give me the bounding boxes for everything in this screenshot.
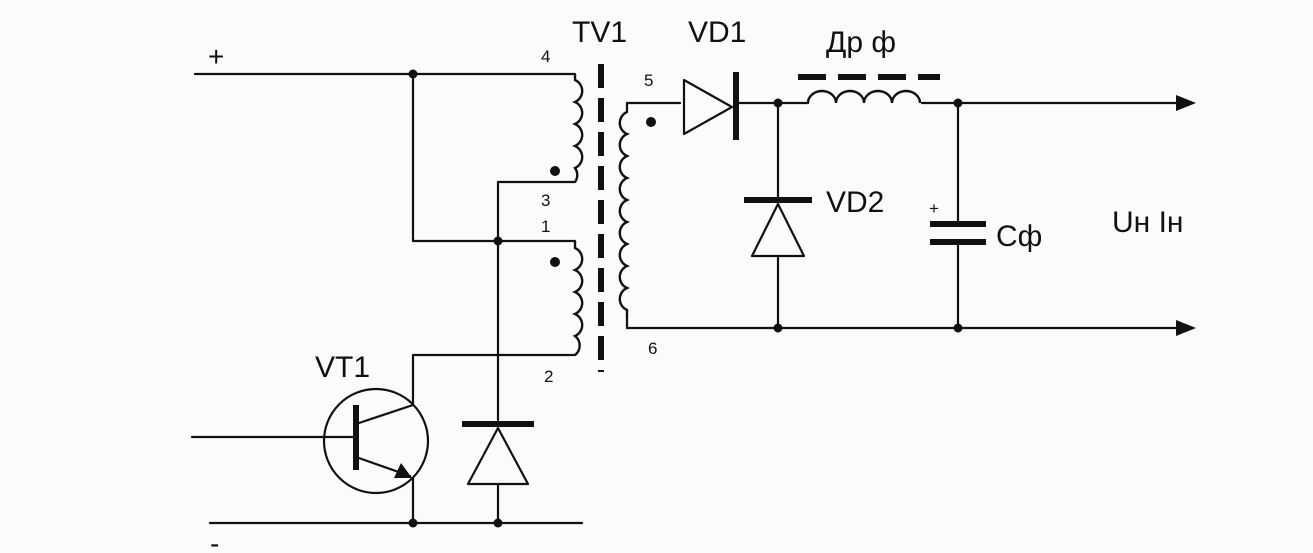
transformer-tv1 <box>550 64 656 372</box>
winding-5-6 <box>618 110 630 318</box>
choke-inductor <box>798 74 940 104</box>
pin-6-label: 6 <box>648 339 657 358</box>
pin-3-label: 3 <box>541 191 550 210</box>
transistor-label: VT1 <box>315 351 370 384</box>
diode-vd1 <box>682 72 739 140</box>
choke-label: Др ф <box>826 26 896 59</box>
winding-1-2 <box>572 241 584 356</box>
output-arrow-bottom <box>1176 320 1196 336</box>
diode-protection <box>462 421 534 486</box>
junction-dots <box>408 69 963 528</box>
capacitor-cf <box>930 221 986 245</box>
diode-vd2 <box>744 197 812 258</box>
output-label: Uн Iн <box>1112 206 1183 239</box>
polarity-dot <box>550 257 560 267</box>
transformer-label: TV1 <box>572 16 627 49</box>
pin-5-label: 5 <box>644 71 653 90</box>
polarity-dot <box>646 117 656 127</box>
vd2-label: VD2 <box>826 186 884 219</box>
capacitor-label: Сф <box>996 220 1042 253</box>
wires <box>190 72 1180 525</box>
pin-4-label: 4 <box>541 47 550 66</box>
output-arrow-top <box>1176 95 1196 111</box>
transistor-vt1 <box>322 387 430 495</box>
vd1-label: VD1 <box>688 16 746 49</box>
winding-4-3 <box>572 74 584 183</box>
minus-label: - <box>210 528 219 553</box>
plus-label: + <box>208 41 224 72</box>
pin-2-label: 2 <box>544 367 553 386</box>
polarity-dot <box>550 166 560 176</box>
pin-1-label: 1 <box>541 217 550 236</box>
capacitor-polarity: + <box>929 199 939 218</box>
